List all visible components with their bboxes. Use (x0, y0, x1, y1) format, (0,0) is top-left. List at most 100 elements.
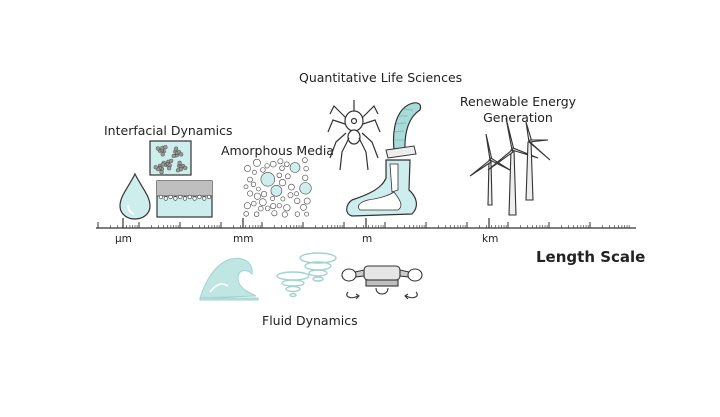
particle (155, 146, 160, 151)
bubble (302, 157, 308, 163)
length-scale-axis (96, 218, 636, 229)
particle (169, 158, 174, 163)
bubble (243, 211, 249, 217)
bubble (281, 211, 288, 218)
bubble (276, 203, 282, 209)
bubble (284, 173, 291, 180)
label-amorphous-media: Amorphous Media (221, 143, 334, 158)
particle (167, 166, 172, 171)
bubble (270, 196, 275, 201)
tick-label-metre: m (362, 233, 373, 245)
bubble (243, 184, 249, 190)
interface-particle (187, 194, 192, 200)
interface-particle (206, 194, 212, 200)
bubble (258, 198, 267, 206)
bubble (278, 179, 287, 187)
bubble (294, 211, 301, 217)
particle (160, 162, 165, 167)
bubble (270, 160, 277, 168)
particle (171, 153, 176, 159)
bubble (300, 204, 307, 211)
wave-icon (199, 257, 259, 301)
bubble (247, 190, 254, 197)
bubble (271, 210, 278, 217)
bubble (270, 203, 277, 210)
bubble (304, 211, 309, 217)
bubble (250, 181, 257, 187)
bubble (287, 192, 294, 199)
tick-label-kilometre: km (482, 233, 499, 245)
axis-title-length-scale: Length Scale (536, 248, 646, 266)
bubble (279, 165, 285, 171)
bubble (284, 161, 290, 167)
tick-label-micrometre: μm (115, 233, 132, 245)
particle (179, 152, 184, 157)
particle (177, 160, 182, 165)
particle (159, 170, 164, 175)
bubble (260, 172, 275, 187)
bubble (302, 174, 309, 181)
bubble (270, 185, 283, 197)
wind-turbines-icon (469, 117, 551, 216)
axis-minor-ticks (97, 218, 630, 228)
bubble (303, 197, 311, 205)
bubble (253, 211, 260, 217)
interface-particle (168, 194, 173, 200)
foot-xray-icon (346, 159, 418, 217)
drone-icon (341, 265, 423, 300)
particle (183, 165, 188, 171)
tornado-icon (276, 252, 337, 298)
bubble (303, 166, 309, 172)
droplet-icon (119, 172, 151, 220)
label-renewable-line2: Generation (483, 110, 553, 125)
bubble (289, 162, 301, 173)
interface-particle (197, 194, 202, 200)
bubble (252, 158, 261, 167)
bubble (256, 186, 261, 192)
particle (175, 168, 181, 173)
bubble (247, 176, 253, 183)
bubble (251, 169, 257, 175)
bubble (280, 196, 286, 202)
bubble (277, 158, 284, 165)
bubble (260, 167, 266, 173)
particle (160, 152, 165, 157)
tick-label-millimetre: mm (233, 233, 254, 245)
bubble (258, 205, 264, 212)
bubble (260, 191, 268, 198)
label-renewable-line1: Renewable Energy (459, 94, 577, 109)
label-fluid-dynamics: Fluid Dynamics (262, 313, 358, 328)
interface-particle (182, 196, 188, 201)
particle (173, 146, 179, 151)
interface-particle (158, 194, 164, 200)
bubble (276, 172, 282, 179)
label-interfacial-dynamics: Interfacial Dynamics (104, 123, 233, 138)
label-quantitative-life-sciences: Quantitative Life Sciences (299, 70, 463, 85)
bubble (299, 182, 312, 195)
bubble (251, 200, 257, 207)
interface-particle (202, 196, 207, 201)
bubble (253, 192, 261, 200)
interface-layer-icon (156, 180, 213, 218)
bubble-packing-icon (243, 157, 312, 218)
bubble (288, 183, 295, 191)
worm-icon (385, 102, 422, 159)
spider-icon (327, 100, 381, 171)
interface-particle (173, 196, 178, 201)
bubble (283, 204, 291, 212)
interface-particle (163, 196, 168, 201)
particle-cluster-icon (149, 140, 192, 176)
bubble (264, 163, 270, 169)
bubble (294, 191, 299, 197)
label-renewable-energy: Renewable Energy Generation (459, 94, 577, 126)
interface-particle (192, 196, 197, 201)
interface-particle (178, 194, 183, 200)
bubble (243, 202, 251, 210)
particle (163, 145, 168, 150)
particle (153, 165, 158, 170)
bubble (294, 197, 301, 204)
bubble (244, 165, 251, 172)
bubble (265, 205, 271, 212)
